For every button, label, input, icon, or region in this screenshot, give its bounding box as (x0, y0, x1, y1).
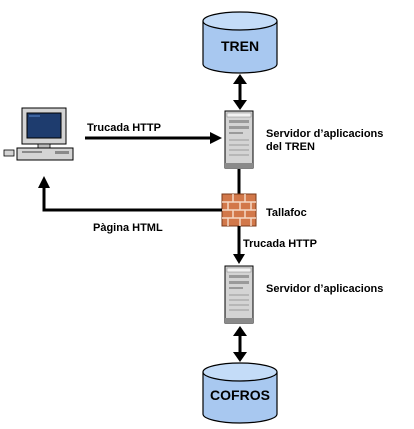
http-call-label: Trucada HTTP (87, 122, 161, 134)
html-page-return-arrow (38, 176, 222, 212)
tren-database-label: TREN (220, 38, 260, 54)
http-call-down-arrow (233, 226, 245, 264)
cofros-link-arrow (233, 326, 247, 362)
html-page-label: Pàgina HTML (93, 222, 163, 234)
tren-server-label-line1: Servidor d’aplicacions (266, 128, 384, 140)
desktop-computer-icon (3, 107, 74, 161)
tren-server-label-line2: del TREN (266, 141, 315, 153)
tren-database-icon (202, 11, 278, 74)
firewall-label: Tallafoc (266, 207, 307, 219)
http-call-arrow (85, 132, 222, 144)
brick-wall-icon (221, 193, 257, 227)
cofros-database-label: COFROS (210, 387, 270, 403)
tren-server-icon (224, 110, 254, 169)
tren-link-arrow (233, 74, 247, 110)
application-server-label: Servidor d’aplicacions (266, 283, 384, 295)
application-server-icon (224, 265, 254, 324)
http-call-down-label: Trucada HTTP (243, 238, 317, 250)
cofros-database-icon (202, 362, 278, 424)
